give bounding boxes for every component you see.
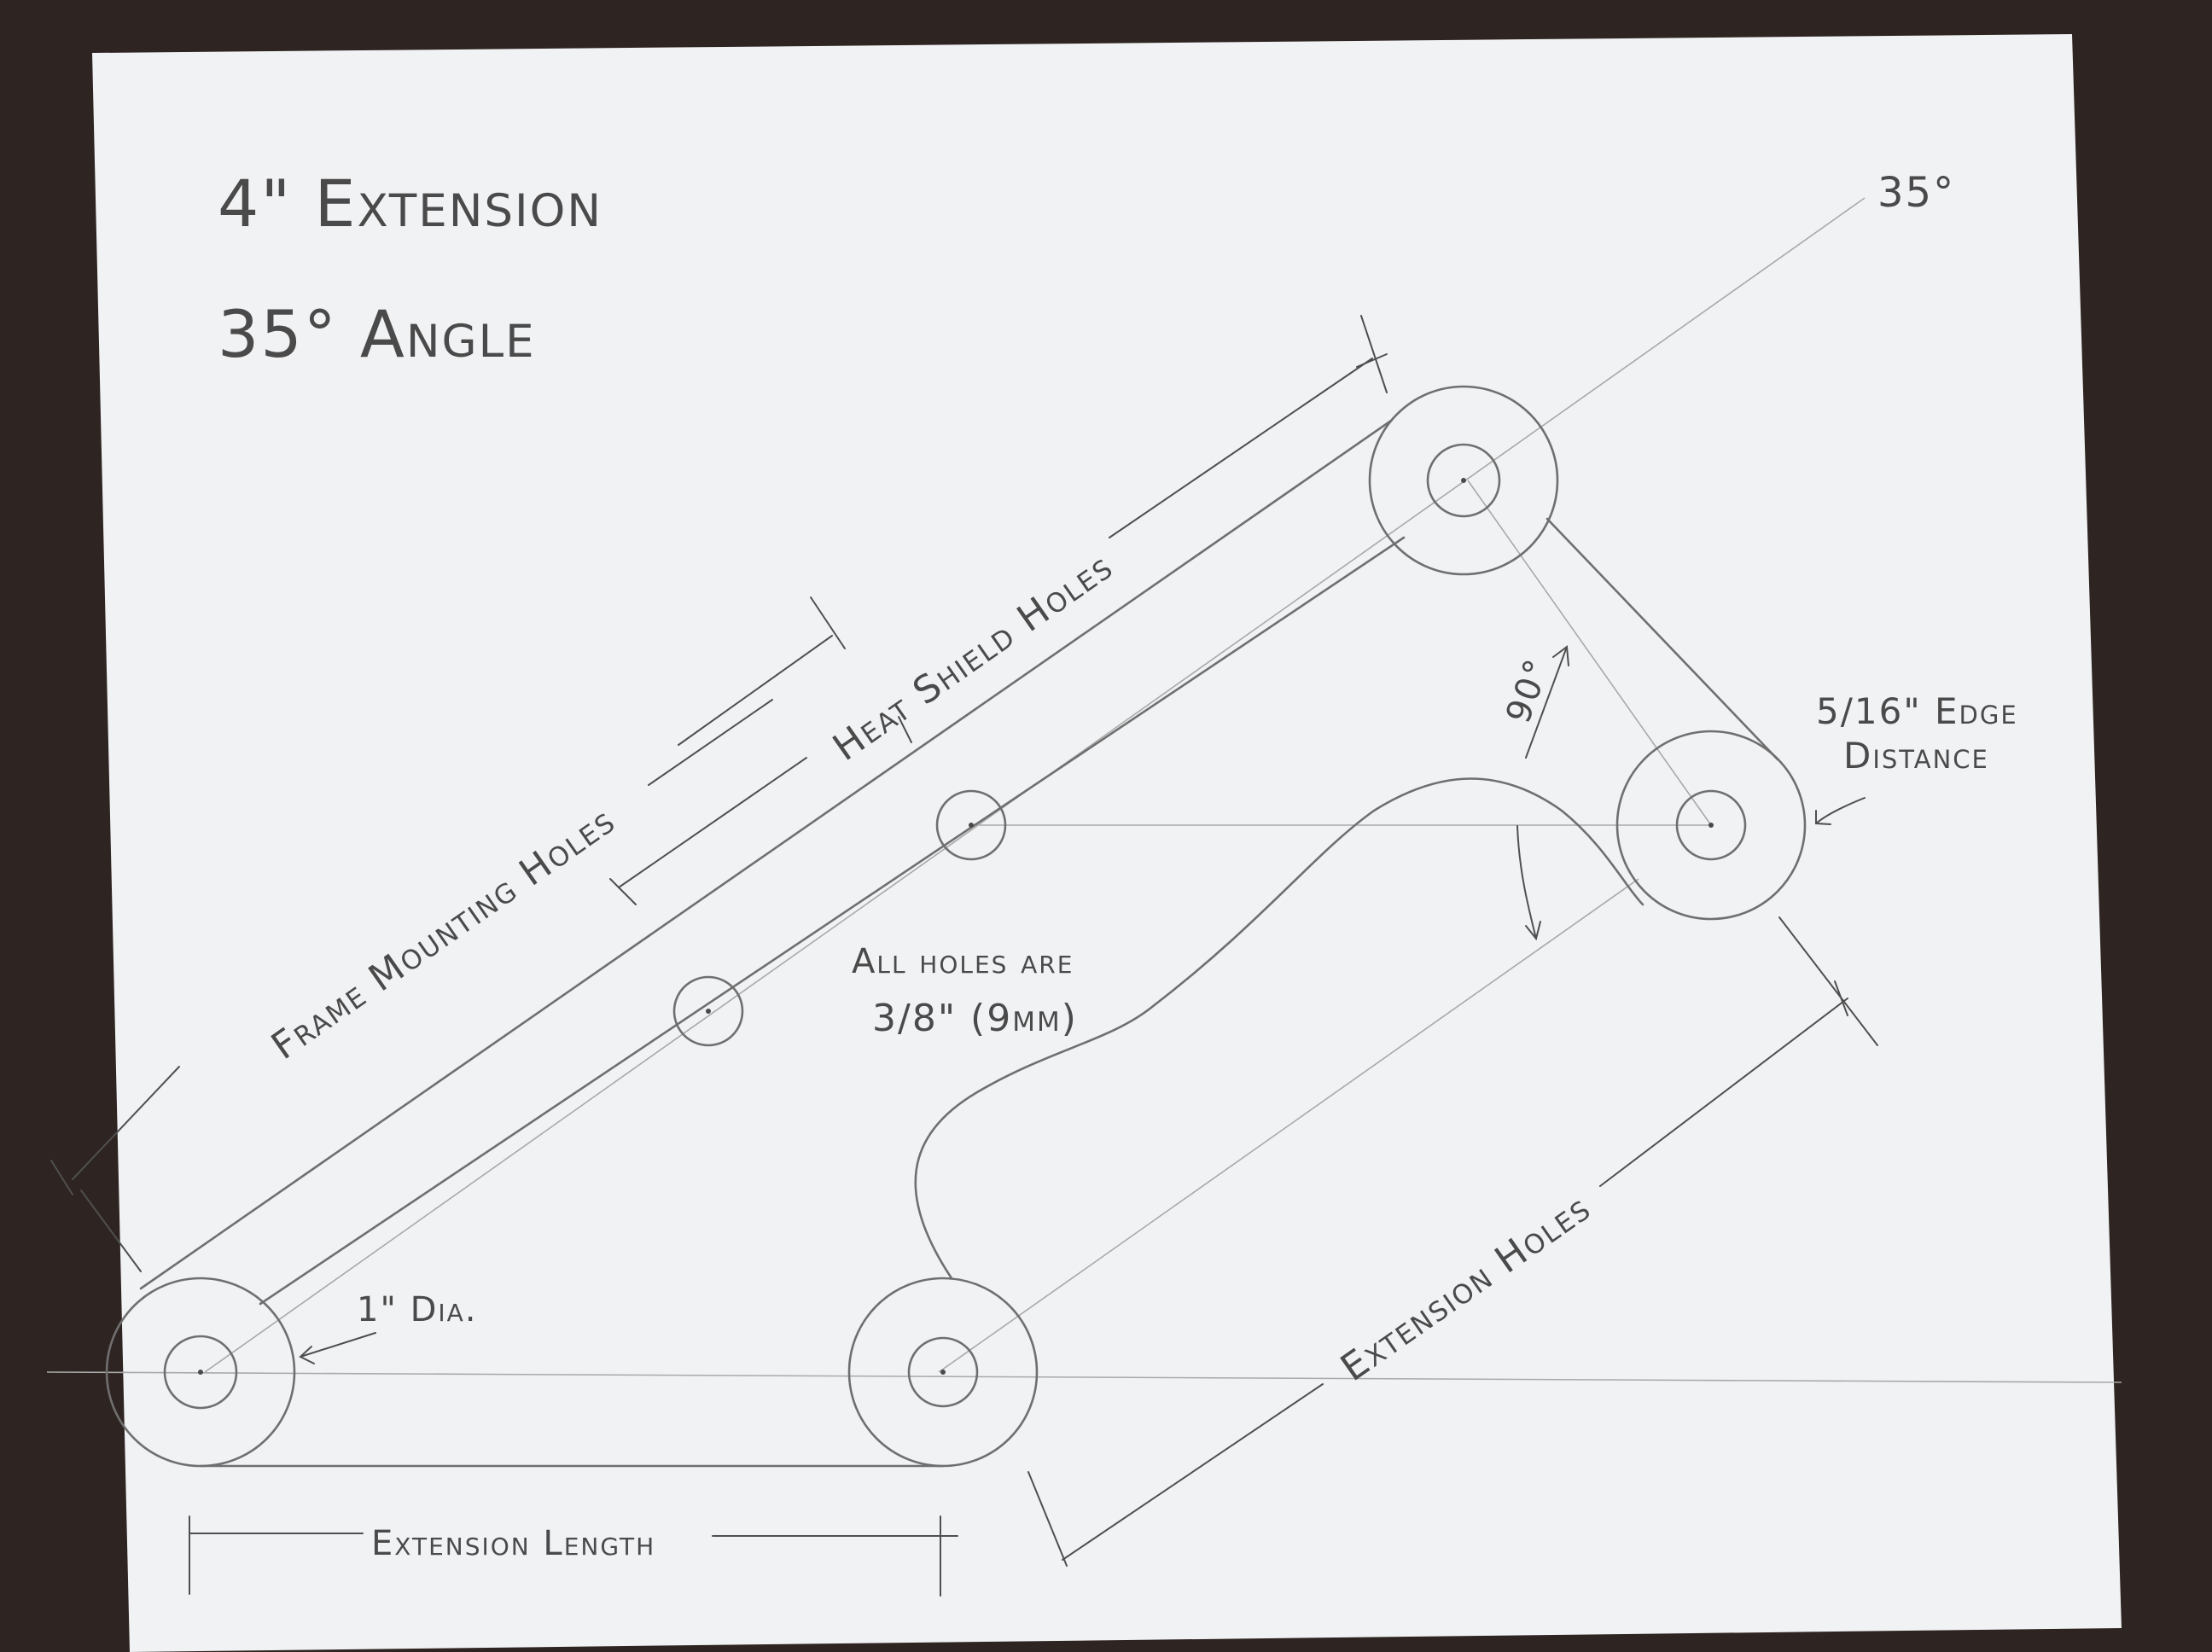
edge-distance-arrow xyxy=(1815,797,1866,824)
plate-inner-edge xyxy=(259,536,1406,1306)
lower-diagonal-guide xyxy=(938,878,1639,1373)
edge-distance-label-1: 5/16" Edge xyxy=(1816,690,2018,732)
baseline-guide xyxy=(46,1371,2122,1383)
frame-mounting-dim-line-c xyxy=(1109,358,1373,538)
hole-bottom-right xyxy=(907,1336,979,1408)
extension-holes-dim-line-b xyxy=(1599,998,1848,1187)
angle-35-label: 35° xyxy=(1877,169,1955,217)
title: 4" Extension xyxy=(218,166,602,241)
plate-top-edge xyxy=(139,419,1393,1290)
holes xyxy=(163,443,1747,1410)
perpendicular-guide xyxy=(1467,480,1712,826)
plate-right-edge xyxy=(1545,517,1779,761)
hole-right xyxy=(1675,789,1747,861)
boss-right xyxy=(1615,730,1807,921)
paper-sheet xyxy=(92,34,2122,1652)
guide-lines xyxy=(46,197,2122,1383)
extension-length-label: Extension Length xyxy=(371,1524,655,1563)
angle-90-arrow-up xyxy=(1525,646,1568,759)
angle-90-arrow-down xyxy=(1516,825,1537,939)
hole-bottom-left xyxy=(163,1335,238,1410)
extension-holes-dim-line-a xyxy=(1062,1383,1324,1561)
all-holes-label-1: All holes are xyxy=(852,942,1074,981)
one-inch-dia-label: 1" Dia. xyxy=(357,1290,478,1329)
hole-middle-lower xyxy=(672,975,744,1047)
heat-shield-dim-line-b xyxy=(678,635,833,746)
hole-middle-upper xyxy=(935,789,1007,861)
subtitle: 35° Angle xyxy=(218,296,536,372)
heat-shield-dim-line-a xyxy=(618,757,807,888)
edge-distance-label-2: Distance xyxy=(1843,735,1989,777)
all-holes-label-2: 3/8" (9mm) xyxy=(872,997,1078,1040)
frame-mounting-dim-line-b xyxy=(648,699,773,786)
hole-top xyxy=(1426,443,1501,518)
boss-top xyxy=(1368,385,1559,576)
plate-cutout-curve xyxy=(914,777,1644,1280)
dimension-lines xyxy=(50,315,1878,1597)
plate-outline xyxy=(105,385,1807,1468)
frame-mounting-dim-line-a xyxy=(72,1066,180,1180)
one-inch-dia-arrow xyxy=(300,1332,376,1358)
